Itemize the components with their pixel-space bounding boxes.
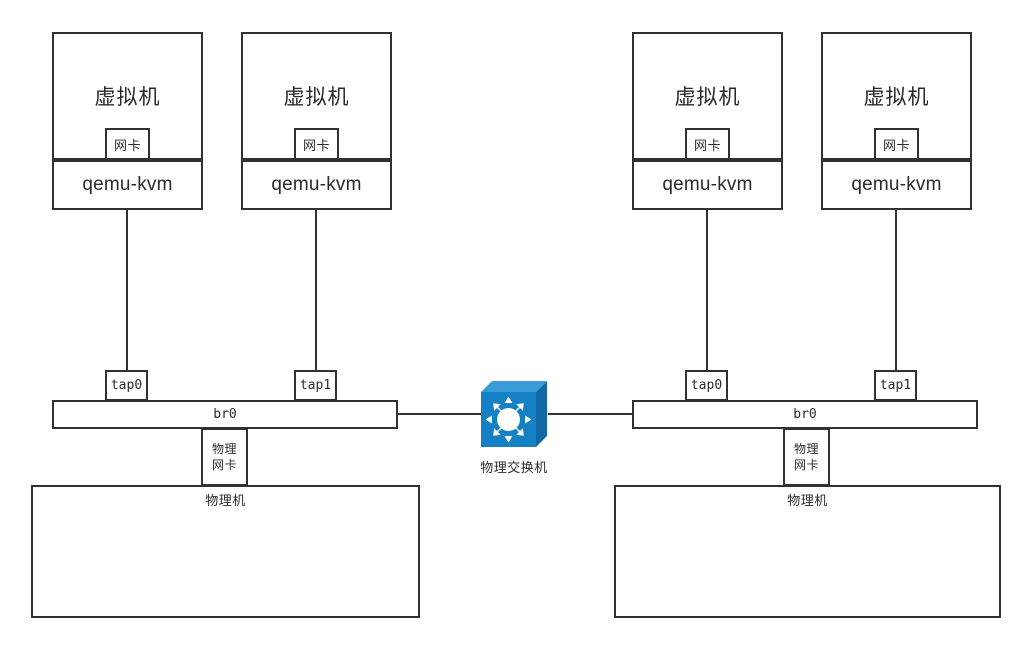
vm-nic-label: 网卡 [693, 137, 721, 153]
qemu-kvm-box-left-0[interactable]: qemu-kvm [52, 160, 203, 210]
qemu-kvm-box-left-1[interactable]: qemu-kvm [241, 160, 392, 210]
bridge-box-left[interactable]: br0 [52, 400, 398, 429]
physical-machine-label: 物理机 [787, 493, 828, 508]
vm-label: 虚拟机 [674, 86, 741, 109]
switch-label: 物理交换机 [480, 460, 548, 475]
link-bridge-left-to-switch [398, 413, 482, 415]
physical-nic-box-right[interactable]: 物理 网卡 [783, 428, 830, 486]
vm-nic-box-right-0[interactable]: 网卡 [685, 128, 730, 160]
vm-nic-label: 网卡 [882, 137, 910, 153]
physical-machine-label: 物理机 [205, 493, 246, 508]
bridge-box-right[interactable]: br0 [632, 400, 978, 429]
physical-machine-box-right[interactable]: 物理机 [614, 485, 1001, 618]
tap-box-left-1[interactable]: tap1 [294, 370, 337, 401]
bridge-label: br0 [793, 407, 817, 422]
tap-box-right-0[interactable]: tap0 [685, 370, 728, 401]
connector-qemu-to-tap-right-1 [895, 210, 897, 372]
tap-box-left-0[interactable]: tap0 [105, 370, 148, 401]
tap-label: tap1 [299, 378, 332, 393]
connector-qemu-to-tap-left-1 [315, 210, 317, 372]
physical-nic-box-left[interactable]: 物理 网卡 [201, 428, 248, 486]
qemu-kvm-label: qemu-kvm [662, 174, 753, 195]
vm-label: 虚拟机 [94, 86, 161, 109]
vm-nic-box-right-1[interactable]: 网卡 [874, 128, 919, 160]
physical-machine-box-left[interactable]: 物理机 [31, 485, 420, 618]
vm-label: 虚拟机 [863, 86, 930, 109]
qemu-kvm-label: qemu-kvm [271, 174, 362, 195]
physical-nic-label-line1: 物理 [793, 442, 819, 456]
qemu-kvm-label: qemu-kvm [82, 174, 173, 195]
qemu-kvm-label: qemu-kvm [851, 174, 942, 195]
switch-caption: 物理交换机 [454, 457, 574, 476]
physical-nic-label-line1: 物理 [211, 442, 237, 456]
connector-qemu-to-tap-right-0 [706, 210, 708, 372]
vm-label: 虚拟机 [283, 86, 350, 109]
tap-label: tap1 [879, 378, 912, 393]
qemu-kvm-box-right-1[interactable]: qemu-kvm [821, 160, 972, 210]
physical-nic-label-line2: 网卡 [793, 458, 819, 472]
vm-nic-box-left-1[interactable]: 网卡 [294, 128, 339, 160]
tap-label: tap0 [690, 378, 723, 393]
tap-label: tap0 [110, 378, 143, 393]
vm-nic-label: 网卡 [113, 137, 141, 153]
qemu-kvm-box-right-0[interactable]: qemu-kvm [632, 160, 783, 210]
link-switch-to-bridge-right [548, 413, 634, 415]
network-switch-icon[interactable] [478, 378, 550, 450]
vm-nic-label: 网卡 [302, 137, 330, 153]
bridge-label: br0 [213, 407, 237, 422]
vm-nic-box-left-0[interactable]: 网卡 [105, 128, 150, 160]
physical-nic-label-line2: 网卡 [211, 458, 237, 472]
connector-qemu-to-tap-left-0 [126, 210, 128, 372]
tap-box-right-1[interactable]: tap1 [874, 370, 917, 401]
